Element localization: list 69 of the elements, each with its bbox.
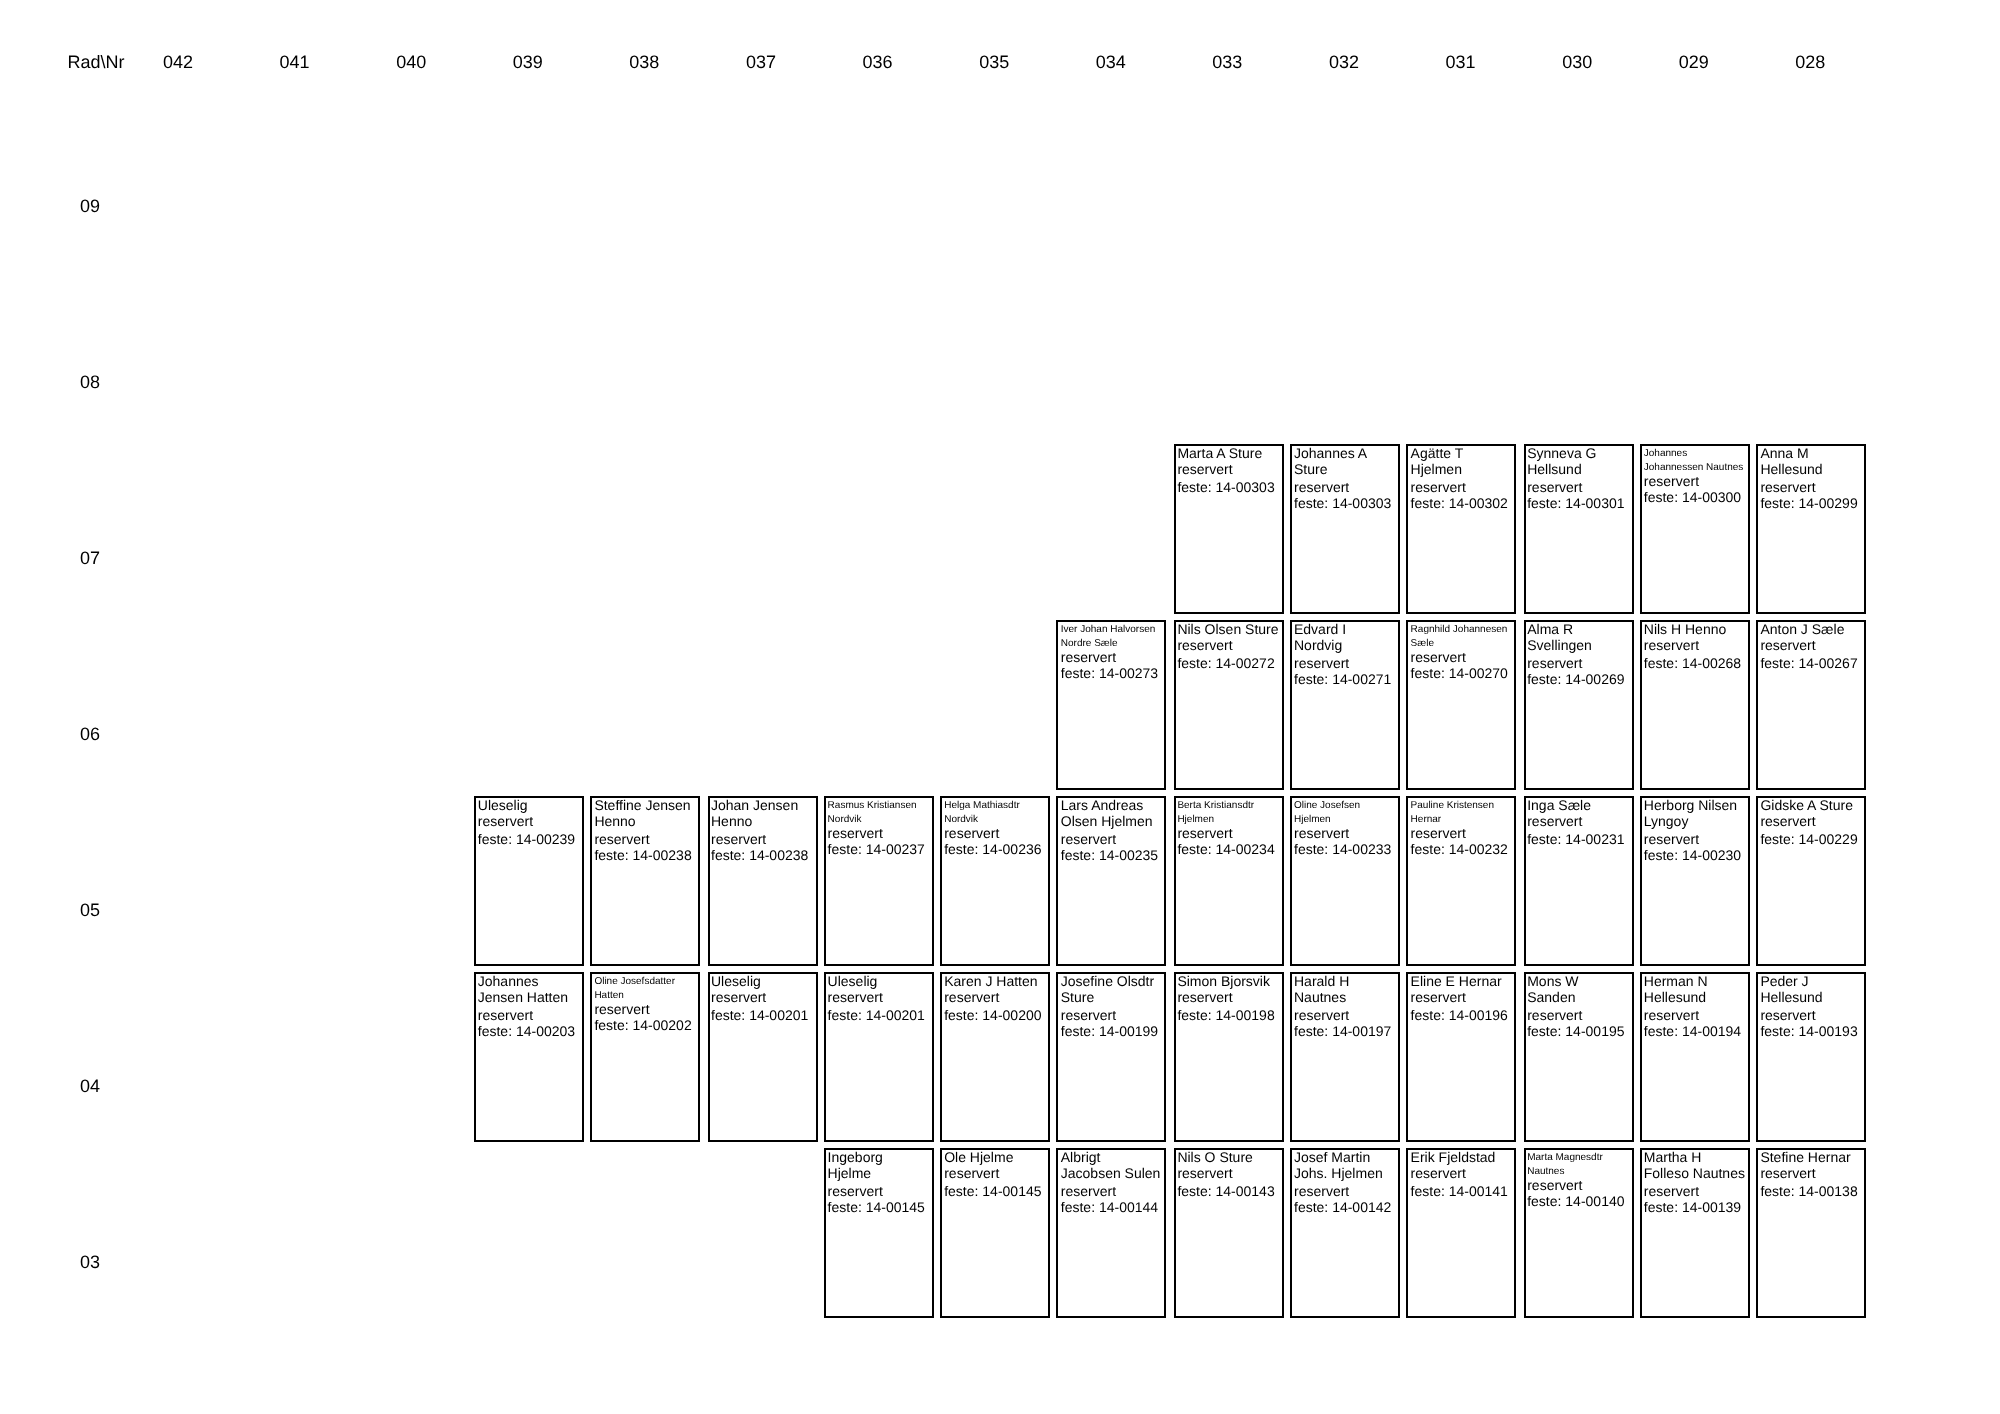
grave-plot	[1406, 1148, 1517, 1318]
row-number: 09	[80, 196, 100, 216]
grave-plot	[1173, 620, 1284, 790]
row-number: 06	[80, 724, 100, 744]
column-number: 035	[979, 52, 1010, 72]
grave-plot	[1756, 444, 1867, 614]
grave-plot	[1756, 1148, 1867, 1318]
column-number: 031	[1445, 52, 1476, 72]
row-number: 08	[80, 372, 100, 392]
grave-plot	[1639, 444, 1750, 614]
grave-plot	[473, 972, 584, 1142]
grave-plot	[1639, 1148, 1750, 1318]
grave-plot	[1523, 1148, 1634, 1318]
grave-plot	[940, 972, 1051, 1142]
grave-plot	[1639, 796, 1750, 966]
grave-plot	[1056, 620, 1167, 790]
grave-plot	[1756, 796, 1867, 966]
grave-plot	[707, 796, 817, 966]
column-number: 041	[279, 52, 310, 72]
column-number: 033	[1212, 52, 1243, 72]
column-number: 032	[1328, 52, 1360, 72]
row-number: 07	[80, 548, 100, 568]
grave-plot	[1290, 972, 1400, 1142]
column-number: 030	[1562, 52, 1593, 72]
column-number: 042	[162, 52, 194, 72]
grave-plot	[1523, 620, 1634, 790]
grave-plot	[823, 796, 934, 966]
grave-plot	[1523, 444, 1634, 614]
grave-plot	[1406, 796, 1517, 966]
corner-header: Rad\Nr	[67, 52, 125, 72]
grave-plot	[940, 1148, 1051, 1318]
grave-plot	[1639, 620, 1750, 790]
grave-plot	[1406, 620, 1517, 790]
grave-plot	[1056, 1148, 1167, 1318]
grave-plot	[707, 972, 817, 1142]
grave-plot	[1173, 1148, 1284, 1318]
column-number: 040	[396, 52, 427, 72]
row-number: 05	[80, 900, 100, 920]
column-number: 039	[512, 52, 543, 72]
grave-plot	[823, 972, 934, 1142]
grave-plot	[1756, 972, 1867, 1142]
grave-plot	[590, 972, 701, 1142]
grave-plot	[1056, 972, 1167, 1142]
column-number: 028	[1795, 52, 1826, 72]
column-number: 029	[1678, 52, 1709, 72]
grave-plot	[1756, 620, 1867, 790]
grave-plot	[1290, 620, 1400, 790]
column-number: 038	[629, 52, 660, 72]
row-number: 03	[80, 1252, 100, 1272]
column-number: 034	[1095, 52, 1126, 72]
grave-plot	[473, 796, 584, 966]
grave-plot	[1290, 1148, 1400, 1318]
grave-plot	[1523, 796, 1634, 966]
grave-plot	[1173, 444, 1284, 614]
grave-plot	[1290, 444, 1400, 614]
grave-plot	[1173, 796, 1284, 966]
grave-plot	[1639, 972, 1750, 1142]
grave-plot	[590, 796, 701, 966]
grave-plot	[1406, 972, 1517, 1142]
row-number: 04	[80, 1076, 100, 1096]
grave-plot	[1056, 796, 1167, 966]
grave-plot	[1523, 972, 1634, 1142]
grave-plot	[1290, 796, 1400, 966]
column-number: 036	[862, 52, 893, 72]
column-number: 037	[745, 52, 777, 72]
grave-plot	[1173, 972, 1284, 1142]
grave-plot	[823, 1148, 934, 1318]
grave-plot	[1406, 444, 1517, 614]
grave-plot	[940, 796, 1051, 966]
